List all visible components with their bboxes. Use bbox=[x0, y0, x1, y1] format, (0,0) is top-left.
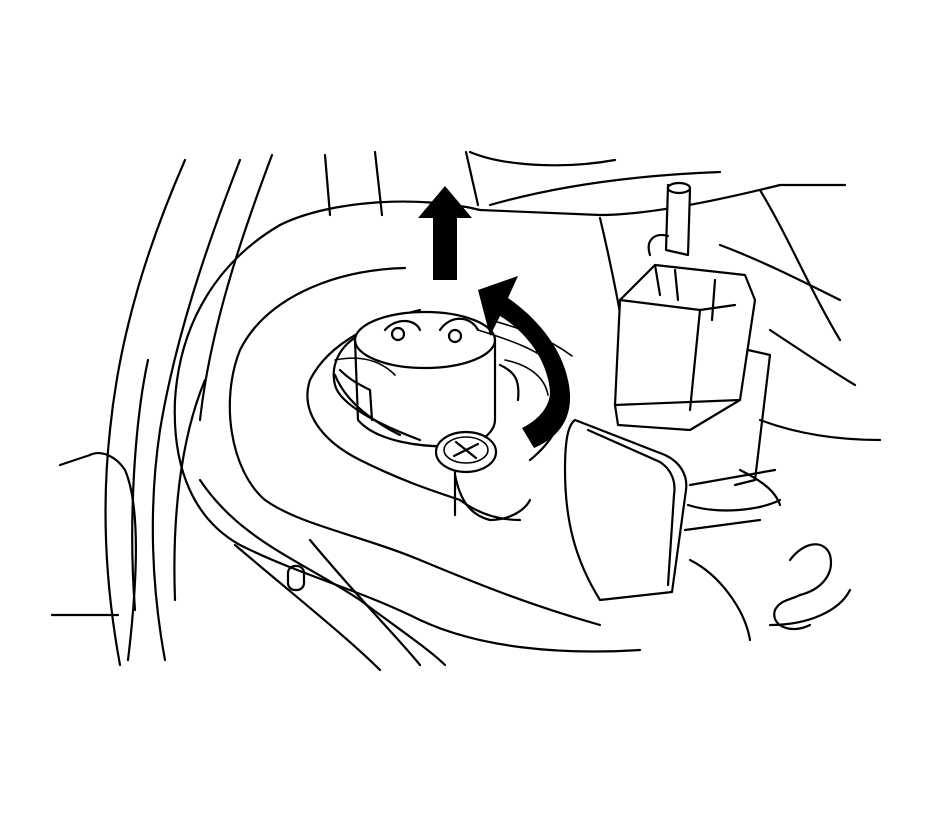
rotate-ccw-arrow-icon bbox=[478, 276, 571, 448]
upper-body-structure bbox=[323, 150, 882, 442]
harness-connector bbox=[613, 181, 782, 507]
lower-right-clip bbox=[768, 543, 852, 631]
retaining-screw bbox=[434, 430, 498, 474]
arrow-up-icon bbox=[418, 186, 472, 280]
mounting-tab bbox=[563, 418, 782, 642]
headlamp-housing bbox=[173, 200, 642, 672]
left-body-panel bbox=[50, 153, 274, 667]
